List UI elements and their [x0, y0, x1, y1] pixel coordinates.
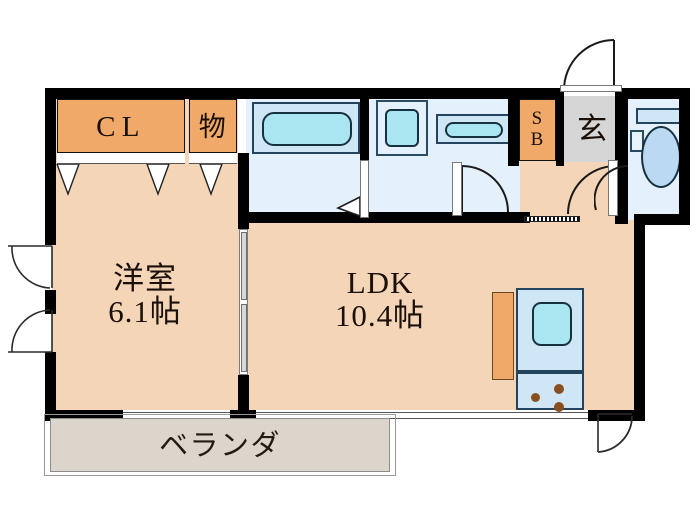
ldk-window-east[interactable]	[596, 412, 642, 460]
wall-genkan-toilet	[615, 88, 628, 224]
wall-top-sb	[508, 88, 564, 99]
balcony-label: ベランダ	[159, 430, 281, 462]
shoebox-label-line1: S	[531, 108, 544, 129]
balcony: ベランダ	[50, 418, 390, 472]
wall-bath-bottom	[245, 212, 530, 223]
wall-right-outer-upper	[679, 88, 690, 224]
western-room-label: 洋室 6.1帖	[62, 262, 228, 329]
wall-washroom-sb	[508, 88, 519, 166]
entrance-tile-floor	[562, 96, 624, 162]
wall-bottom-right	[588, 410, 645, 421]
balcony-outer-rail	[44, 414, 396, 476]
entry-door-threshold	[560, 85, 622, 92]
toilet-tank-icon	[636, 108, 684, 124]
wall-room-divider-bottom	[238, 374, 249, 414]
wall-bath-washroom	[360, 88, 369, 164]
genkan-hall-door-jamb	[608, 160, 618, 216]
entry-door[interactable]	[560, 36, 622, 92]
closet-cl: CL	[57, 99, 185, 153]
wall-top-left	[45, 88, 245, 99]
closet-fold-marks	[52, 164, 242, 196]
ldk-name: LDK	[346, 265, 414, 300]
western-room-size: 6.1帖	[108, 294, 182, 330]
fridge-icon	[492, 292, 514, 380]
wall-bottom-left	[45, 410, 123, 421]
closet-mono-label: 物	[198, 112, 228, 142]
wall-left-outer-lower	[45, 352, 56, 414]
genkan-step-hatch	[524, 216, 580, 222]
washroom-door[interactable]	[456, 164, 510, 216]
ldk-label: LDK 10.4帖	[280, 266, 480, 333]
bath-door-jamb	[360, 160, 369, 218]
wall-top-right	[622, 88, 690, 99]
wall-room-divider-top	[238, 153, 249, 229]
wall-left-outer-mid	[45, 290, 56, 314]
stove-icon	[516, 372, 584, 412]
closet-cl-label: CL	[96, 111, 146, 143]
washroom-door-jamb	[452, 162, 462, 216]
ldk-size: 10.4帖	[334, 298, 426, 334]
toilet-icon	[641, 126, 681, 188]
wall-genkan-top-nub	[556, 88, 563, 98]
western-room-name: 洋室	[113, 261, 177, 296]
wall-right-step	[634, 214, 690, 225]
closet-mono: 物	[189, 99, 237, 153]
shoebox-sb: S B	[519, 99, 556, 161]
closet-mono-door-band	[189, 153, 237, 164]
closet-cl-door-band	[57, 153, 185, 164]
wall-sb-right	[556, 88, 564, 166]
bathtub-icon	[252, 102, 360, 154]
shoebox-label-line2: B	[530, 129, 545, 150]
room-slider[interactable]	[239, 229, 248, 375]
balcony-door-ldk[interactable]	[256, 412, 588, 419]
west-window-lower[interactable]	[6, 306, 54, 356]
entrance-label: 玄	[577, 113, 609, 146]
toilet-door[interactable]	[593, 164, 630, 216]
wall-top-bath	[245, 88, 520, 99]
sink-icon	[516, 288, 584, 372]
wall-right-outer-lower	[634, 224, 645, 410]
bath-door[interactable]	[335, 195, 362, 218]
wall-bottom-mid	[230, 410, 256, 421]
wall-left-outer-upper	[45, 88, 56, 245]
washbasin-icon	[436, 114, 512, 144]
washing-machine-icon	[376, 100, 428, 156]
west-window-upper[interactable]	[6, 244, 54, 292]
